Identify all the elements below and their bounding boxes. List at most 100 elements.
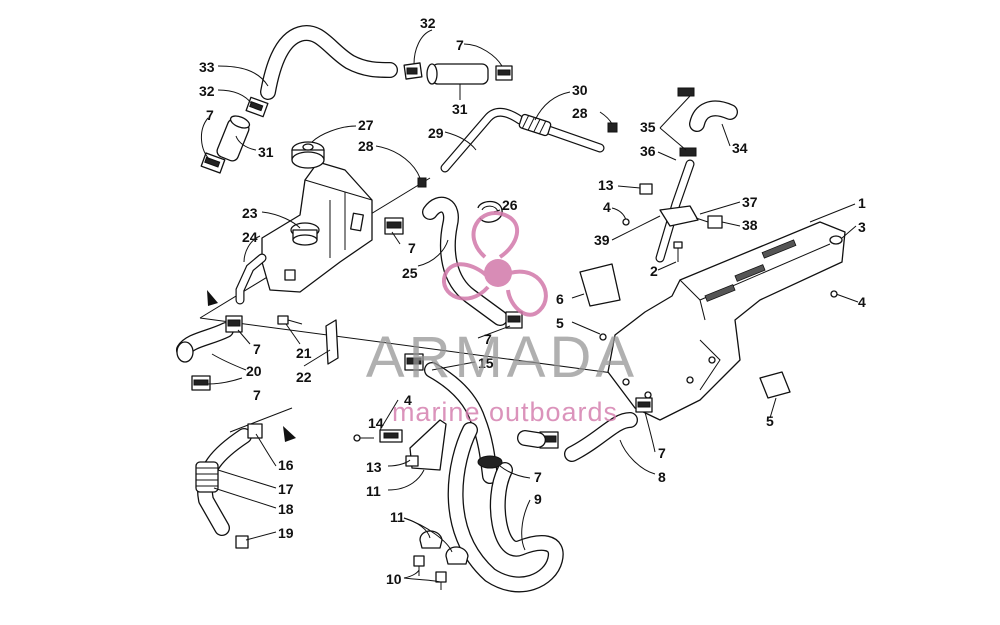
part-8-hose <box>564 412 638 462</box>
callout-26: 26 <box>502 197 518 213</box>
part-1-housing <box>607 221 846 421</box>
part-35-clamp-top <box>677 87 695 97</box>
part-32-clamp-left <box>245 96 269 118</box>
callout-4-lower: 4 <box>404 392 412 408</box>
part-31-hose-coupler <box>426 63 489 85</box>
callout-32-left: 32 <box>199 83 215 99</box>
callout-32-top: 32 <box>420 15 436 31</box>
callout-31-left: 31 <box>258 144 274 160</box>
callout-13-upper: 13 <box>598 177 614 193</box>
part-5-bolt <box>599 333 607 341</box>
part-37-bracket <box>659 205 699 227</box>
part-10-bolt-b <box>435 571 447 590</box>
callout-2: 2 <box>650 263 658 279</box>
callout-18: 18 <box>278 501 294 517</box>
callout-15: 15 <box>478 355 494 371</box>
callout-12: 11 <box>366 483 381 499</box>
callout-23: 23 <box>242 205 258 221</box>
callout-3: 3 <box>858 219 866 235</box>
part-short-hose-connector <box>517 430 546 448</box>
part-33-upper-hose <box>260 25 398 100</box>
part-7-clamp-tank <box>384 217 404 235</box>
callout-7-tank: 7 <box>408 240 416 256</box>
callout-1: 1 <box>858 195 866 211</box>
callout-24: 24 <box>242 229 258 245</box>
callout-13-lower: 13 <box>366 459 382 475</box>
watermark-brand: ARMADA <box>365 325 639 390</box>
part-35-clamp-mid <box>679 147 697 157</box>
part-18-hose-sleeve <box>195 461 219 493</box>
part-14-clamp <box>379 429 403 443</box>
callout-36: 36 <box>640 143 656 159</box>
part-7-clamp-20a <box>225 315 243 333</box>
callout-7-housing: 7 <box>658 445 666 461</box>
part-11-clamp-a <box>419 530 443 549</box>
leader-lines <box>201 29 859 583</box>
callout-30: 30 <box>572 82 588 98</box>
callout-8: 8 <box>658 469 666 485</box>
callout-17: 17 <box>278 481 294 497</box>
callout-7-20b: 7 <box>253 387 261 403</box>
callout-6: 6 <box>556 291 564 307</box>
part-3-cap <box>829 235 843 245</box>
part-4-bolt-right <box>830 290 838 298</box>
part-7-clamp-housing <box>635 397 653 413</box>
part-23-coolant-reservoir <box>261 161 373 293</box>
part-4-bolt-lower <box>353 434 374 442</box>
part-38-bolt <box>695 215 723 229</box>
part-36-tube <box>655 159 695 263</box>
part-24-overflow-hose <box>235 253 267 305</box>
callout-10: 10 <box>386 571 402 587</box>
callout-31-top: 31 <box>452 101 468 117</box>
part-7-clamp-20b <box>191 375 211 391</box>
part-7-clamp <box>495 65 513 81</box>
callout-7-25: 7 <box>484 331 492 347</box>
callout-5-left: 5 <box>556 315 564 331</box>
callout-20: 20 <box>246 363 262 379</box>
callout-22: 22 <box>296 369 312 385</box>
callout-28-left: 28 <box>358 138 374 154</box>
callout-4-right: 4 <box>858 294 866 310</box>
part-4-bolt-upper <box>622 218 630 226</box>
part-21-bolt <box>277 315 303 325</box>
callout-7-9: 7 <box>534 469 542 485</box>
callout-labels: 33 32 7 31 32 7 31 30 28 29 27 28 23 24 … <box>199 15 866 587</box>
part-5-bracket-right <box>759 371 791 399</box>
callout-21: 21 <box>296 345 312 361</box>
part-20-elbow-hose <box>176 322 234 363</box>
callout-5-right: 5 <box>766 413 774 429</box>
callout-25: 25 <box>402 265 418 281</box>
part-2-bolt <box>673 241 683 262</box>
watermark-tagline: marine outboards <box>391 397 619 427</box>
callout-7-20a: 7 <box>253 341 261 357</box>
part-28-clip <box>607 122 618 133</box>
part-22-bracket <box>325 319 339 365</box>
reference-axis-line <box>199 317 651 379</box>
part-29-vent-hose <box>440 107 605 173</box>
part-26-spring-clamp <box>477 200 503 223</box>
part-16-clamp <box>247 423 263 439</box>
callout-29: 29 <box>428 125 444 141</box>
callout-33: 33 <box>199 59 215 75</box>
part-10-bolt-a <box>413 555 425 576</box>
reference-axis-line <box>229 407 293 433</box>
callout-7-left-top: 7 <box>206 107 214 123</box>
callout-38: 38 <box>742 217 758 233</box>
part-31-hose-coupler-left <box>216 115 251 162</box>
part-30-hose-sleeve <box>518 113 552 137</box>
callout-16: 16 <box>278 457 294 473</box>
callout-28-right: 28 <box>572 105 588 121</box>
part-11-clamp-b <box>445 546 469 565</box>
part-28-clip-lower <box>417 177 427 188</box>
part-7-clamp-15 <box>404 353 424 371</box>
part-27-radiator-cap <box>291 141 325 169</box>
callout-7-top: 7 <box>456 37 464 53</box>
part-6-shield <box>579 263 621 307</box>
part-32-clamp <box>403 62 423 80</box>
part-19-clamp <box>235 535 249 549</box>
callout-19: 19 <box>278 525 294 541</box>
callout-9: 9 <box>534 491 542 507</box>
part-13-fitting-lower <box>405 455 419 467</box>
